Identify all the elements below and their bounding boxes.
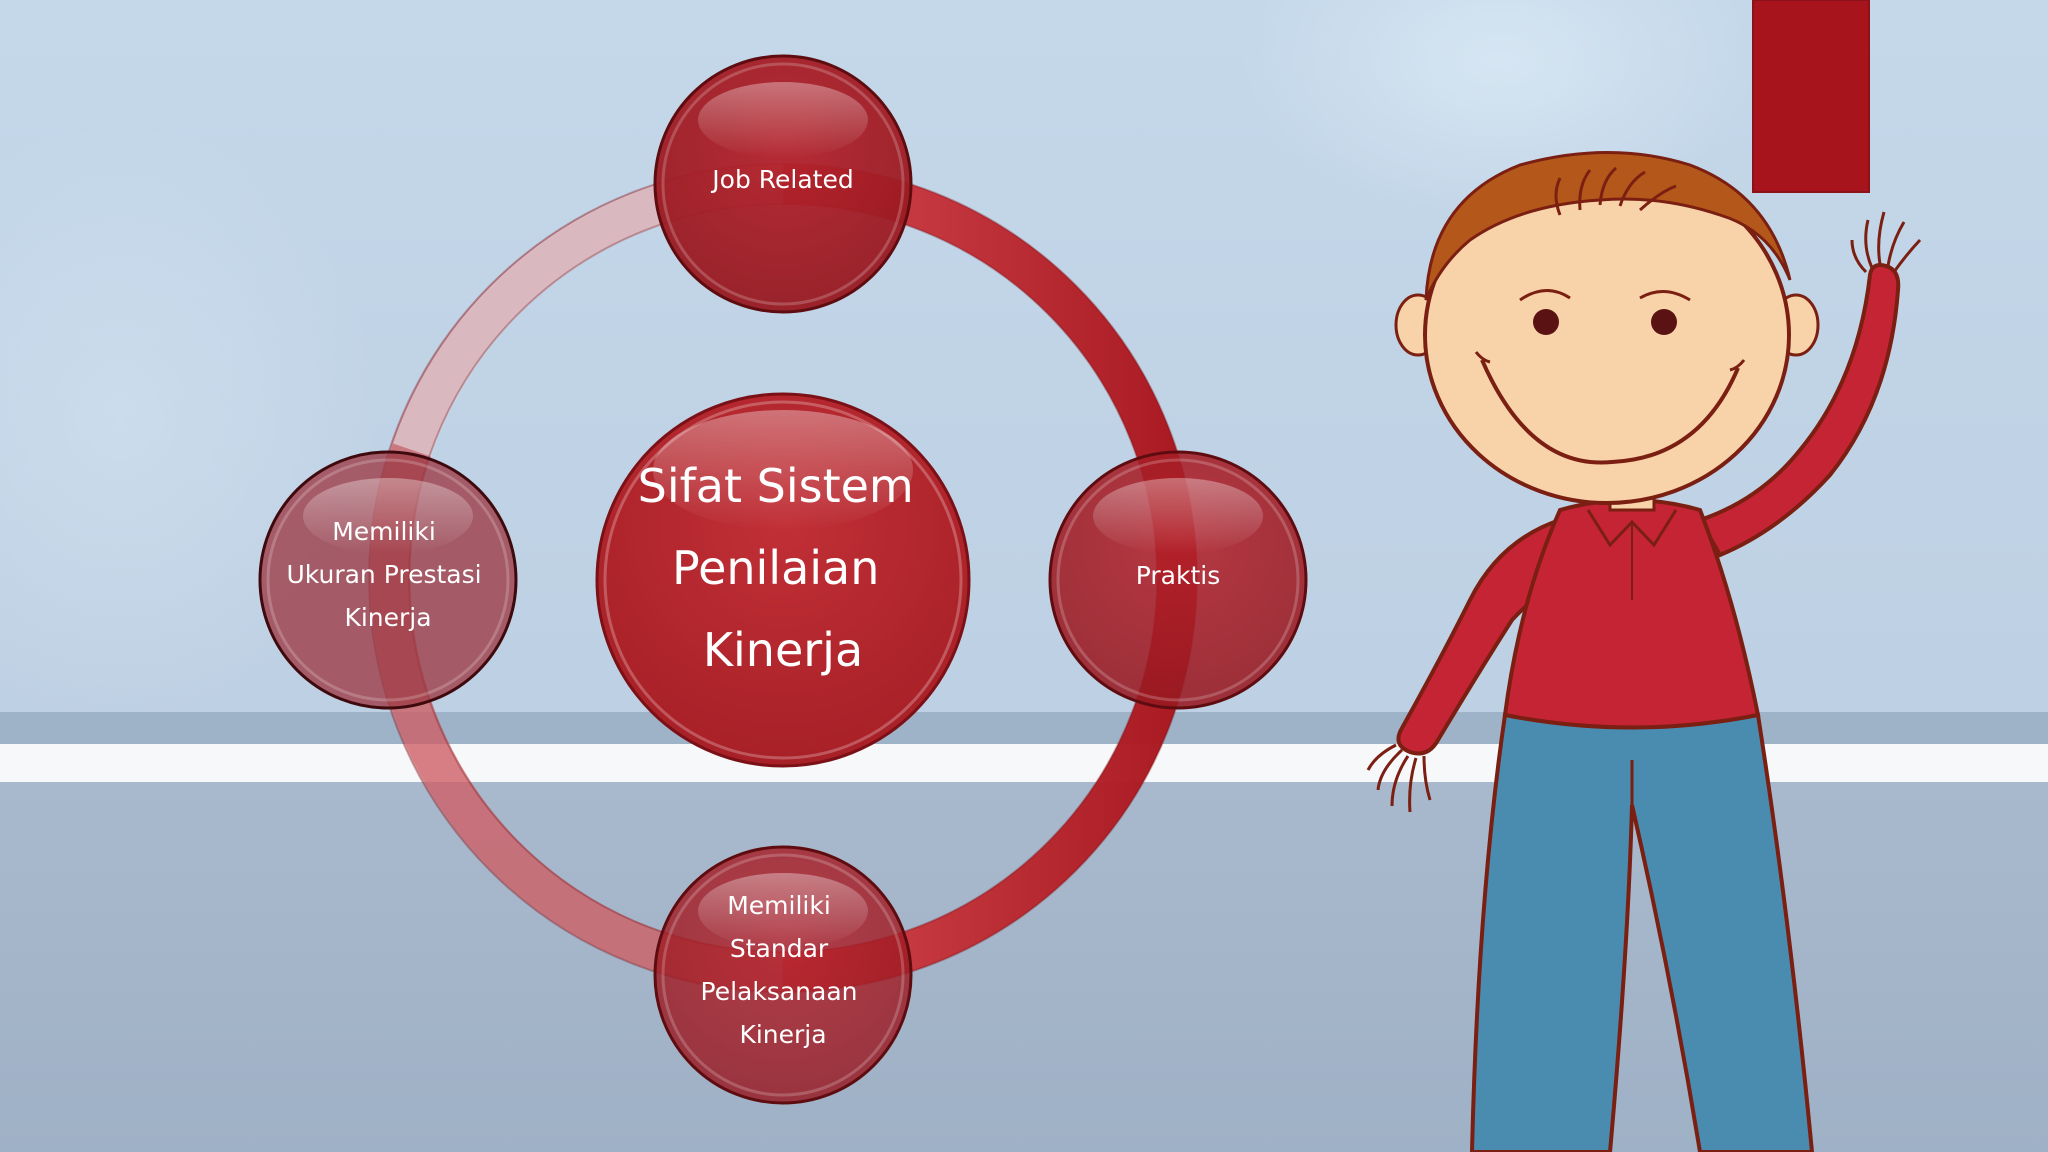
node-praktis: Praktis [1048,450,1308,710]
left-arm [1396,517,1575,756]
node-label: Job Related [710,165,853,194]
red-bookmark-tab [1752,0,1870,193]
right-arm [1697,263,1901,558]
eye [1651,309,1677,335]
node-memiliki-ukuran: Memiliki Ukuran Prestasi Kinerja [258,450,518,710]
hair [1424,151,1792,301]
node-memiliki-standar: Memiliki Standar Pelaksanaan Kinerja [653,845,913,1105]
node-label: Praktis [1136,561,1221,590]
center-node: Sifat Sistem Penilaian Kinerja [595,392,971,768]
node-label: Memiliki Ukuran Prestasi Kinerja [286,517,489,632]
smile [1480,359,1740,465]
center-title-line: Sifat Sistem [638,459,914,513]
center-title-line: Penilaian [672,541,879,595]
left-hand [1366,743,1432,813]
center-title-line: Kinerja [703,623,863,677]
node-label: Memiliki Standar Pelaksanaan Kinerja [701,891,866,1049]
shirt [1502,498,1761,730]
pants [1469,713,1815,1152]
eye [1533,309,1559,335]
node-job-related: Job Related [653,54,913,314]
cartoon-boy-illustration [1366,151,1922,1152]
center-title: Sifat Sistem Penilaian Kinerja [638,459,929,677]
right-hand [1850,211,1922,274]
